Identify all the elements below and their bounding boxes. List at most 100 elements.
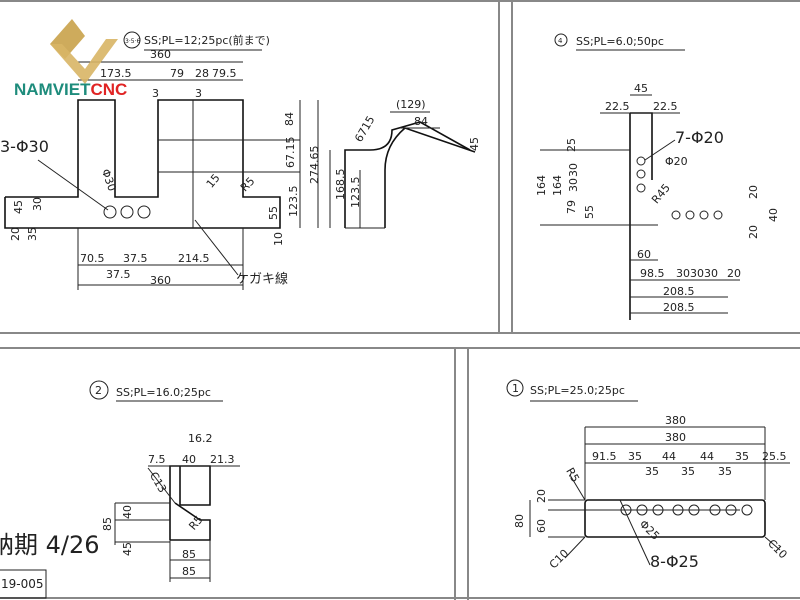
svg-text:35: 35 (628, 450, 642, 463)
svg-text:60: 60 (637, 248, 651, 261)
svg-text:20: 20 (9, 227, 22, 241)
svg-text:30: 30 (704, 267, 718, 280)
svg-text:45: 45 (634, 82, 648, 95)
svg-text:3: 3 (152, 87, 159, 100)
svg-text:208.5: 208.5 (663, 301, 695, 314)
svg-text:45: 45 (468, 137, 481, 151)
scribe-line-note: ケガキ線 (236, 271, 288, 287)
svg-text:30: 30 (690, 267, 704, 280)
svg-text:123.5: 123.5 (287, 186, 300, 218)
svg-text:168.5: 168.5 (334, 169, 347, 201)
svg-text:(129): (129) (396, 98, 426, 111)
svg-text:35: 35 (681, 465, 695, 478)
svg-text:37.5: 37.5 (123, 252, 148, 265)
dimension-labels: 380 380 91.5 35 44 44 35 25.5 35 35 35 R… (513, 414, 790, 571)
svg-text:79.5: 79.5 (212, 67, 237, 80)
part-3-5-6-title-layer: 3·5·6 SS;PL=12;25pc(前まで) (123, 31, 270, 51)
svg-text:21.3: 21.3 (210, 453, 235, 466)
svg-text:Φ20: Φ20 (665, 155, 688, 168)
svg-text:40: 40 (767, 208, 780, 222)
svg-text:67.15: 67.15 (284, 137, 297, 169)
svg-text:R5: R5 (186, 513, 205, 533)
hole-callout: 8-Φ25 (650, 552, 699, 571)
dimension-labels: 360 173.5 79 28 79.5 3 3 84 67.15 274.65… (0, 48, 481, 287)
part-title: SS;PL=25.0;25pc (530, 384, 625, 397)
svg-text:28: 28 (195, 67, 209, 80)
svg-text:35: 35 (735, 450, 749, 463)
svg-text:22.5: 22.5 (605, 100, 630, 113)
drawing-code: 19-005 (1, 577, 44, 591)
part-3-5-6-drawing: 360 173.5 79 28 79.5 3 3 84 67.15 274.65… (0, 48, 481, 290)
svg-text:25: 25 (565, 138, 578, 152)
svg-text:40: 40 (121, 505, 134, 519)
brand-logo-text: NAMVIETCNC (14, 80, 128, 99)
svg-text:98.5: 98.5 (640, 267, 665, 280)
svg-text:208.5: 208.5 (663, 285, 695, 298)
svg-text:7.5: 7.5 (148, 453, 166, 466)
svg-text:37.5: 37.5 (106, 268, 131, 281)
svg-text:55: 55 (267, 206, 280, 220)
svg-text:44: 44 (662, 450, 676, 463)
svg-text:35: 35 (718, 465, 732, 478)
dimension-labels: 45 22.5 22.5 7-Φ20 Φ20 R45 25 30 30 164 … (535, 82, 780, 314)
svg-text:20: 20 (727, 267, 741, 280)
svg-text:84: 84 (283, 112, 296, 126)
svg-text:6715: 6715 (352, 114, 377, 145)
drawing-code-box (0, 569, 47, 599)
svg-text:164: 164 (551, 175, 564, 196)
svg-text:2: 2 (95, 384, 102, 397)
svg-text:40: 40 (182, 453, 196, 466)
svg-text:35: 35 (26, 227, 39, 241)
svg-text:3: 3 (195, 87, 202, 100)
svg-text:3·5·6: 3·5·6 (125, 38, 140, 45)
part-1-drawing: 1 SS;PL=25.0;25pc 380 380 91.5 35 44 44 (506, 379, 790, 571)
svg-text:4: 4 (558, 37, 563, 45)
svg-text:91.5: 91.5 (592, 450, 617, 463)
part-title: SS;PL=16.0;25pc (116, 386, 211, 399)
svg-text:C10: C10 (547, 547, 572, 572)
svg-text:380: 380 (665, 414, 686, 427)
part-title: SS;PL=12;25pc(前まで) (144, 33, 270, 47)
svg-text:44: 44 (700, 450, 714, 463)
part-4-drawing: 4 SS;PL=6.0;50pc 45 22.5 22.5 7-Φ20 Φ20 … (535, 33, 780, 320)
svg-text:79: 79 (565, 200, 578, 214)
svg-text:22.5: 22.5 (653, 100, 678, 113)
hole-row (620, 504, 753, 516)
svg-text:60: 60 (535, 519, 548, 533)
svg-text:85: 85 (182, 548, 196, 561)
svg-text:70.5: 70.5 (80, 252, 105, 265)
svg-text:55: 55 (583, 205, 596, 219)
svg-text:214.5: 214.5 (178, 252, 210, 265)
svg-text:R5: R5 (563, 465, 582, 484)
part-2-drawing: 2 SS;PL=16.0;25pc 16.2 7.5 40 21.3 C13 8… (0, 380, 240, 599)
svg-text:20: 20 (535, 489, 548, 503)
svg-text:123.5: 123.5 (349, 177, 362, 209)
delivery-date-note: 納期 4/26 (0, 531, 100, 559)
svg-text:20: 20 (747, 225, 760, 239)
svg-text:30: 30 (567, 163, 580, 177)
svg-text:25.5: 25.5 (762, 450, 787, 463)
svg-text:164: 164 (535, 175, 548, 196)
svg-text:20: 20 (747, 185, 760, 199)
svg-text:1: 1 (512, 382, 519, 395)
part-title: SS;PL=6.0;50pc (576, 35, 664, 48)
svg-text:R5: R5 (238, 175, 258, 195)
svg-text:80: 80 (513, 514, 526, 528)
svg-text:35: 35 (645, 465, 659, 478)
svg-text:380: 380 (665, 431, 686, 444)
svg-text:173.5: 173.5 (100, 67, 132, 80)
svg-text:R45: R45 (649, 181, 673, 206)
svg-text:360: 360 (150, 48, 171, 61)
svg-text:10: 10 (272, 232, 285, 246)
hole-callout: 3-Φ30 (0, 137, 49, 156)
svg-text:79: 79 (170, 67, 184, 80)
svg-text:84: 84 (414, 115, 428, 128)
svg-text:360: 360 (150, 274, 171, 287)
hole-callout: 7-Φ20 (675, 128, 724, 147)
svg-text:85: 85 (182, 565, 196, 578)
svg-text:30: 30 (676, 267, 690, 280)
svg-text:274.65: 274.65 (308, 146, 321, 185)
svg-text:15: 15 (204, 171, 223, 190)
